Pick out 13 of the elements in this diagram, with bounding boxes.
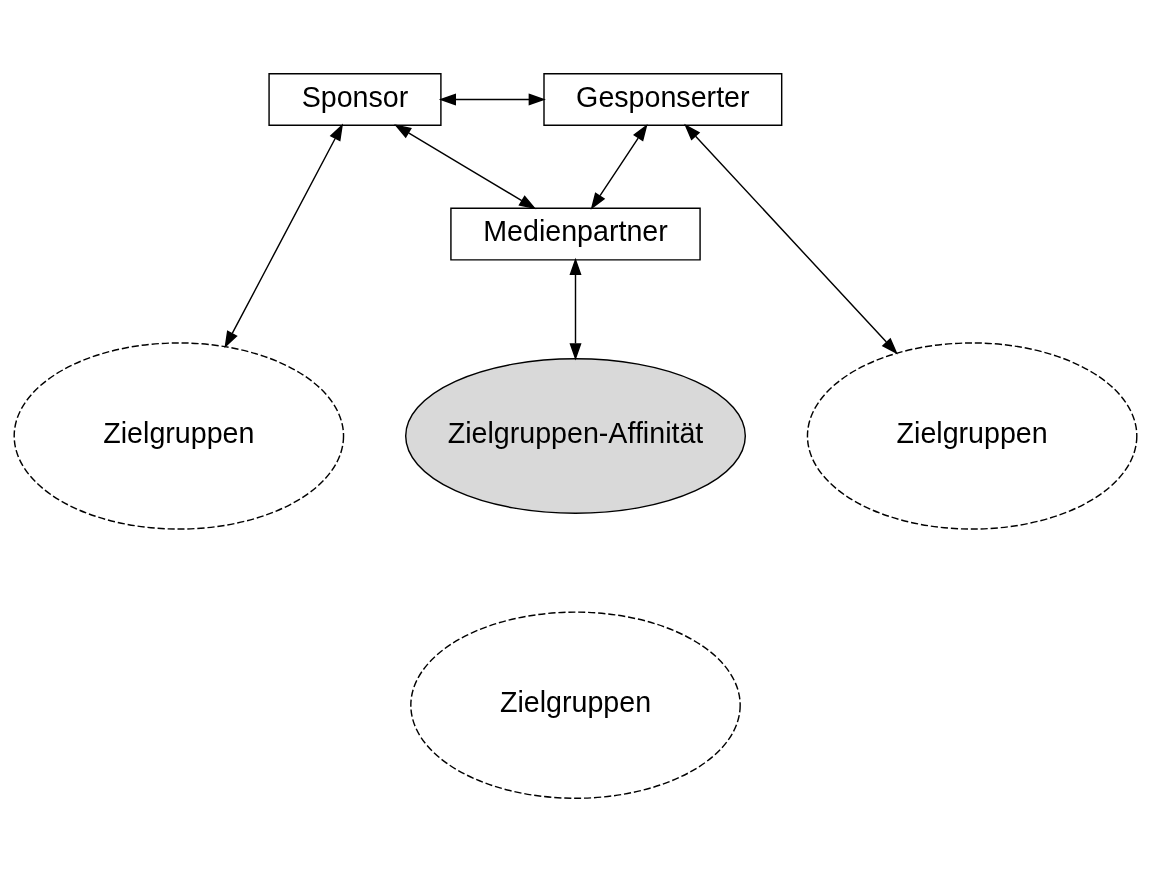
arrow — [590, 123, 648, 210]
node-ellipse: Zielgruppen — [410, 611, 741, 799]
node-ellipse: Zielgruppen-Affinität — [404, 357, 747, 515]
arrow — [438, 93, 546, 106]
node-ellipse: Zielgruppen — [13, 342, 345, 530]
arrow — [684, 123, 898, 355]
node-box: Sponsor — [268, 73, 442, 126]
node-box: Medienpartner — [450, 207, 701, 261]
arrow — [224, 123, 344, 349]
arrow — [569, 257, 582, 361]
node-ellipse: Zielgruppen — [806, 342, 1138, 530]
arrow — [394, 124, 537, 210]
node-box: Gesponserter — [543, 73, 783, 126]
